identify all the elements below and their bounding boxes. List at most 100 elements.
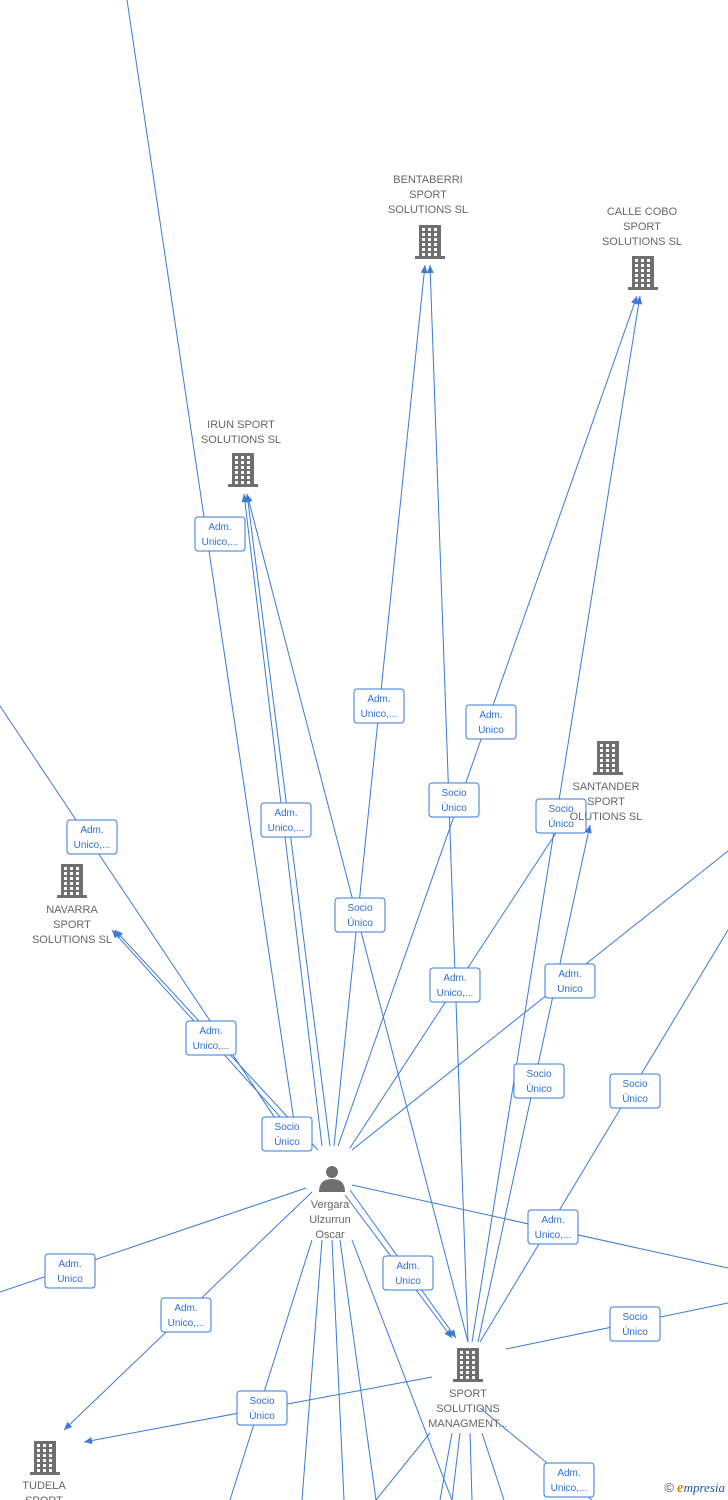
node-label: TUDELA [22,1480,66,1492]
edge-role-text: Unico [557,984,583,995]
relationship-edge [351,1239,453,1500]
edge-role-label[interactable]: Adm.Unico [382,1255,434,1291]
edge-role-text: Único [526,1082,552,1095]
edge-role-text: Único [548,817,574,830]
edge-role-text: Unico,... [361,709,398,720]
edge-role-text: Unico,... [74,840,111,851]
building-icon [593,741,623,775]
building-icon [228,453,258,487]
edge-role-text: Adm. [199,1026,222,1037]
relationship-edge [301,1239,323,1500]
edge-role-text: Adm. [479,710,502,721]
edge-role-text: Unico,... [202,537,239,548]
building-icon [415,225,445,259]
node-label: SPORT [409,189,447,201]
brand-name: mpresia [683,1480,725,1495]
edge-role-text: Socio [249,1396,274,1407]
node-tudela[interactable]: TUDELA SPORT [22,1441,66,1500]
node-label: MANAGMENT... [428,1418,507,1430]
edge-role-text: Unico,... [535,1230,572,1241]
edge-role-label[interactable]: Adm.Unico,... [160,1297,212,1333]
edge-role-text: Adm. [541,1215,564,1226]
edge-role-text: Adm. [396,1261,419,1272]
edge-role-text: Adm. [557,1468,580,1479]
edge-role-label[interactable]: Adm.Unico,... [185,1020,237,1056]
nodes-layer: VergaraUlzurrunOscarBENTABERRISPORTSOLUT… [22,174,682,1500]
relationship-edge [351,850,728,1151]
edge-role-text: Adm. [208,522,231,533]
edge-role-text: Adm. [558,969,581,980]
edge-role-label[interactable]: Adm. Unico,... [66,819,118,855]
edge-role-label[interactable]: Adm.Unico,... [429,967,481,1003]
relationship-edge [469,1432,473,1500]
edge-role-text: Socio [274,1122,299,1133]
node-label: SPORT [53,919,91,931]
node-label: SOLUTIONS [436,1403,500,1415]
node-label: Oscar [315,1229,345,1241]
edge-arrowhead [245,494,253,503]
edge-arrowhead [112,930,120,939]
edge-role-label[interactable]: Adm. Unico [544,963,596,999]
edge-role-text: Adm. [367,694,390,705]
edge-arrowhead [635,296,643,305]
person-icon [319,1166,345,1192]
edge-role-label[interactable]: Adm. Unico,... [353,688,405,724]
edge-role-text: Unico,... [268,823,305,834]
node-label: SOLUTIONS SL [32,934,112,946]
edge-role-text: Unico [478,725,504,736]
edge-role-label[interactable]: Adm. Unico,... [543,1462,595,1498]
edge-role-label[interactable]: Adm.Unico [44,1253,96,1289]
node-label: SPORT [587,796,625,808]
node-label: SPORT [25,1495,63,1500]
node-label: SANTANDER [572,781,639,793]
edge-role-text: Unico,... [551,1483,588,1494]
edge-role-label[interactable]: Adm.Unico,... [260,802,312,838]
relationship-edge [126,0,299,1149]
building-icon [30,1441,60,1475]
node-label: Ulzurrun [309,1214,351,1226]
empresia-watermark: ©empresia [664,1480,725,1497]
edge-arrowhead [584,825,592,834]
edge-role-text: Socio [526,1069,551,1080]
edge-role-text: Único [347,916,373,929]
edge-role-text: Socio [347,903,372,914]
node-label: SOLUTIONS SL [602,236,682,248]
edge-role-label[interactable]: Adm. Unico,... [194,516,246,552]
edge-role-text: Único [249,1409,275,1422]
relationship-edge [229,1239,313,1500]
relationship-edge [439,1432,453,1500]
edge-arrowhead [444,1329,452,1338]
edge-role-label[interactable]: Adm. Unico,... [527,1209,579,1245]
edge-role-text: Socio [441,788,466,799]
edge-role-text: Único [622,1325,648,1338]
edge-arrowhead [426,265,434,274]
relationship-edge [0,705,296,1149]
edge-labels-layer: Adm.Unico,...Adm.Unico,...Adm.UnicoSocio… [44,516,661,1498]
node-ssm[interactable]: SPORTSOLUTIONSMANAGMENT... [428,1348,508,1430]
relationship-edge [339,1239,377,1500]
edge-arrowhead [64,1421,73,1430]
node-bentaberri[interactable]: BENTABERRI SPORT SOLUTIONS SL [388,174,468,259]
node-label: SOLUTIONS SL [388,204,468,216]
edge-role-text: Adm. [174,1303,197,1314]
edge-role-text: Único [274,1135,300,1148]
building-icon [57,864,87,898]
edge-role-label[interactable]: Adm. Unico [465,704,517,740]
node-label: BENTABERRI [393,174,462,186]
edge-role-text: Adm. [80,825,103,836]
building-icon [628,256,658,290]
edge-arrowhead [420,265,428,274]
